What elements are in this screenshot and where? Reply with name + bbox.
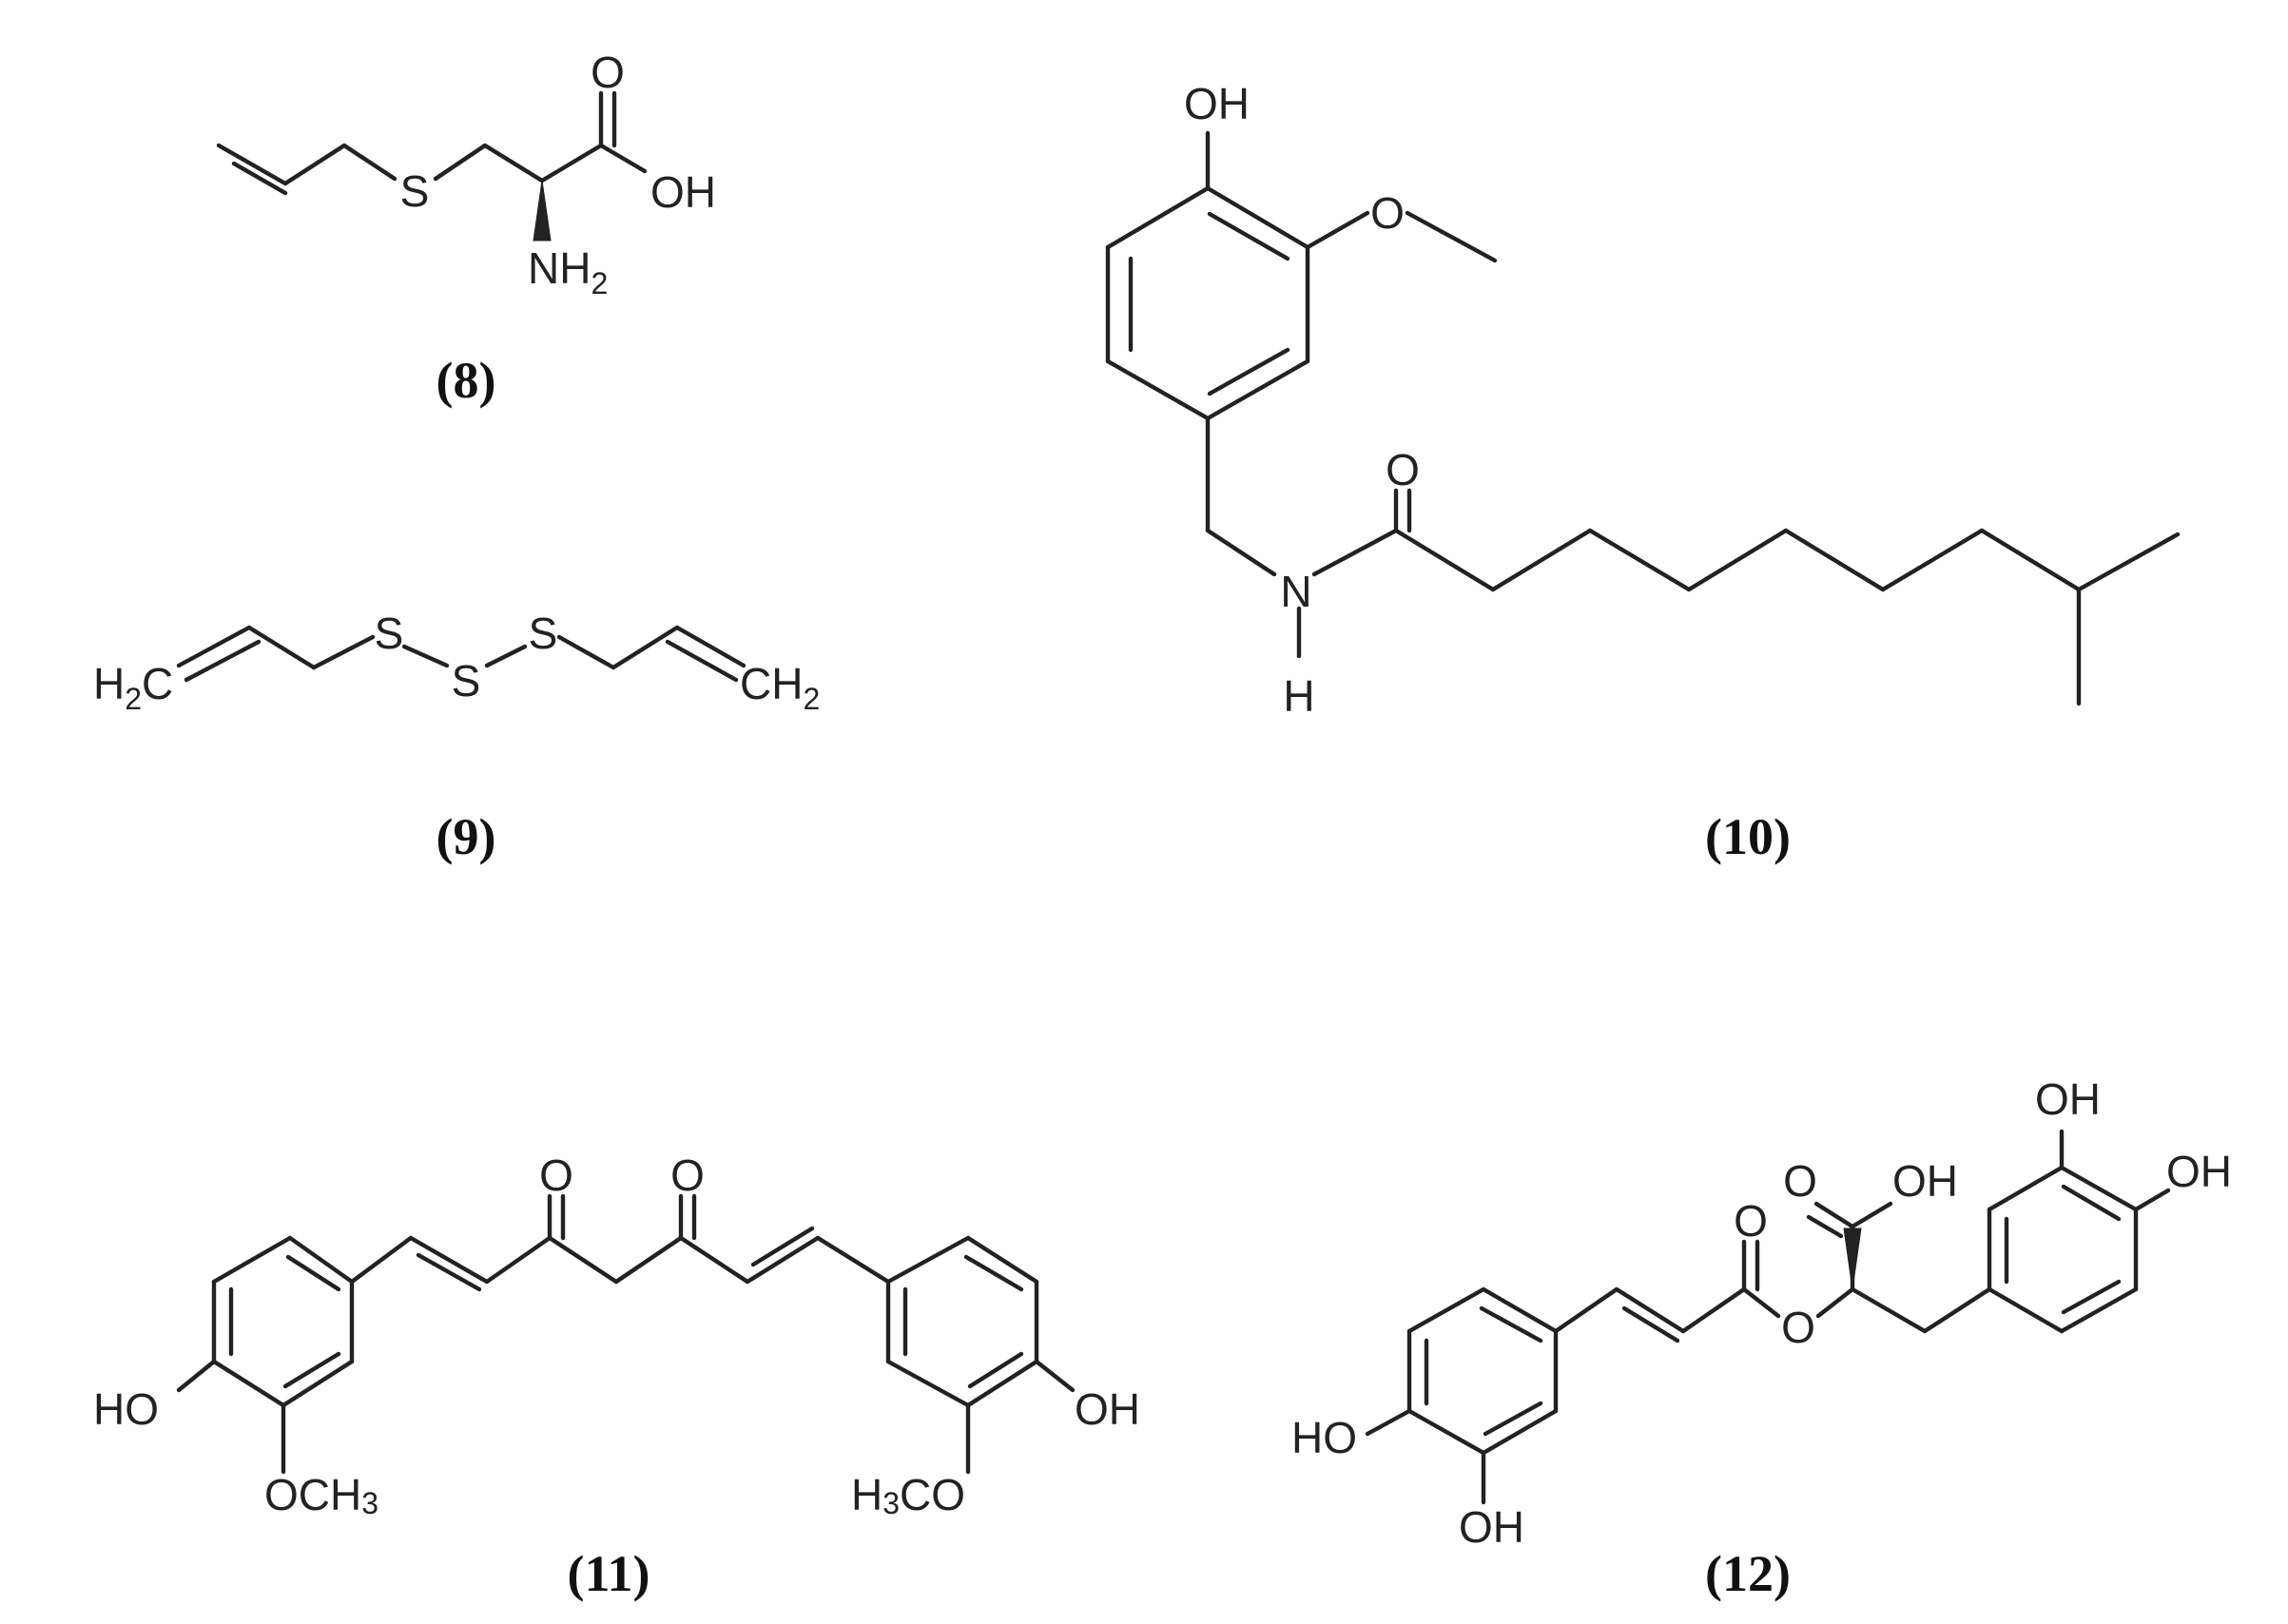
atom-amide-hydrogen: H — [1283, 671, 1314, 721]
molecule-10: OH O O N H (10) — [1105, 79, 2181, 865]
caption-8: (8) — [436, 352, 496, 409]
molecule-8: S O OH NH2 (8) — [216, 48, 716, 409]
atom-ether-oxygen: O — [1370, 188, 1405, 238]
atom-methylene-right: CH2 — [740, 659, 820, 716]
atom-sulfur: S — [400, 166, 430, 216]
atom-left-methoxy: OCH3 — [264, 1470, 378, 1520]
molecule-11-bonds — [176, 1193, 1076, 1475]
atom-amide-nitrogen: N — [1280, 567, 1311, 616]
atom-acid-oxygen: O — [1783, 1156, 1817, 1206]
molecule-11: O O HO OCH3 H3CO OH (11) — [93, 1150, 1140, 1602]
atom-ester-oxygen: O — [1781, 1303, 1815, 1352]
molecule-12-atoms: OH OH O OH O O HO OH — [1291, 1074, 2232, 1552]
atom-sulfur-2: S — [452, 656, 481, 706]
atom-amino: NH2 — [528, 243, 608, 300]
atom-right-methoxy: H3CO — [851, 1470, 965, 1520]
stereo-wedge-bond — [1843, 1228, 1862, 1290]
atom-sulfur-3: S — [529, 609, 558, 658]
molecule-8-atoms: S O OH NH2 — [400, 48, 716, 300]
atom-right-hydroxyl: OH — [1075, 1384, 1140, 1434]
atom-oxygen-carbonyl: O — [591, 48, 625, 97]
atom-hydroxyl: OH — [650, 167, 716, 217]
molecule-12-bonds — [1365, 1129, 2171, 1505]
molecule-9-bonds — [176, 625, 747, 683]
caption-9: (9) — [436, 808, 496, 865]
atom-ester-carbonyl-oxygen: O — [1734, 1196, 1768, 1246]
atom-amide-oxygen: O — [1386, 445, 1420, 494]
atom-methylene-left: H2C — [93, 659, 173, 716]
molecule-10-bonds — [1105, 130, 2181, 706]
molecule-9: H2C S S S CH2 (9) — [93, 609, 820, 865]
molecule-12: OH OH O OH O O HO OH (12) — [1291, 1074, 2232, 1602]
atom-ring-hydroxyl-left: HO — [1291, 1413, 1357, 1462]
atom-ketone-oxygen-2: O — [670, 1150, 705, 1200]
atom-ring-hydroxyl-bottom: OH — [1459, 1502, 1524, 1552]
stereo-wedge-bond — [533, 180, 552, 242]
caption-11: (11) — [568, 1545, 650, 1602]
atom-ring-hydroxyl-right: OH — [2166, 1147, 2232, 1196]
molecule-10-atoms: OH O O N H — [1184, 79, 1420, 721]
atom-left-hydroxyl: HO — [93, 1384, 159, 1434]
atom-phenol-oh: OH — [1184, 79, 1250, 128]
caption-10: (10) — [1705, 808, 1791, 865]
atom-acid-hydroxyl: OH — [1892, 1156, 1958, 1206]
atom-ketone-oxygen-1: O — [539, 1150, 573, 1200]
atom-ring-hydroxyl-top: OH — [2035, 1074, 2101, 1124]
molecule-11-atoms: O O HO OCH3 H3CO OH — [93, 1150, 1140, 1520]
molecule-8-bonds — [216, 90, 648, 196]
atom-sulfur-1: S — [375, 609, 404, 658]
molecule-9-atoms: H2C S S S CH2 — [93, 609, 820, 716]
caption-12: (12) — [1705, 1545, 1791, 1602]
